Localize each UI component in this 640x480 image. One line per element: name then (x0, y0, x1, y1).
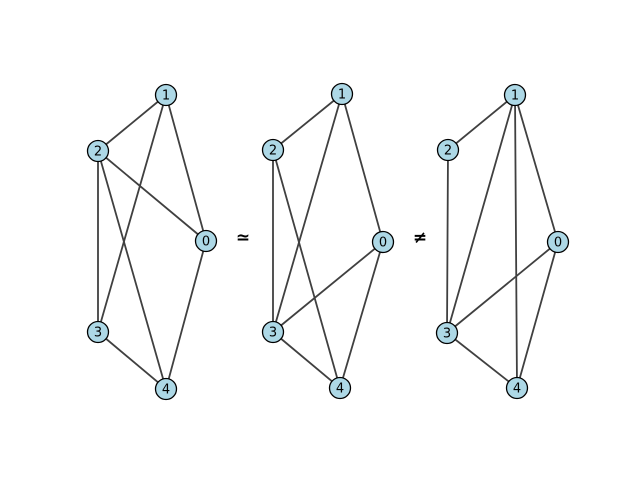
node-2 (261, 138, 285, 162)
edge-1-3 (97, 94, 167, 333)
edge-2-0 (97, 150, 207, 242)
edge-0-3 (272, 241, 384, 333)
edge-1-0 (514, 94, 559, 243)
isomorphic-symbol: ≃ (236, 228, 250, 248)
edge-2-4 (272, 149, 341, 389)
node-0 (546, 230, 570, 254)
node-4 (505, 376, 529, 400)
node-3 (261, 320, 285, 344)
edge-1-0 (341, 93, 384, 243)
edge-2-4 (97, 150, 167, 390)
node-4 (154, 377, 178, 401)
node-3 (435, 321, 459, 345)
node-0 (194, 229, 218, 253)
node-4 (328, 376, 352, 400)
node-1 (154, 83, 178, 107)
node-2 (86, 139, 110, 163)
node-1 (503, 83, 527, 107)
edge-0-4 (339, 241, 384, 389)
edge-0-4 (165, 240, 207, 390)
node-0 (371, 230, 395, 254)
edge-3-4 (97, 331, 167, 390)
edge-0-3 (446, 241, 559, 334)
edge-3-4 (272, 331, 341, 389)
node-1 (330, 82, 354, 106)
edge-1-2 (272, 93, 343, 151)
edge-1-2 (447, 94, 516, 151)
edge-1-0 (165, 94, 207, 242)
edge-1-3 (446, 94, 516, 334)
edge-3-4 (446, 332, 518, 389)
node-2 (436, 138, 460, 162)
edge-1-4 (514, 94, 518, 389)
node-3 (86, 320, 110, 344)
edge-2-3 (446, 149, 449, 334)
edge-0-4 (516, 241, 559, 389)
edge-1-3 (272, 93, 343, 333)
edge-1-2 (97, 94, 167, 152)
not-isomorphic-symbol: ≠ (413, 228, 427, 248)
